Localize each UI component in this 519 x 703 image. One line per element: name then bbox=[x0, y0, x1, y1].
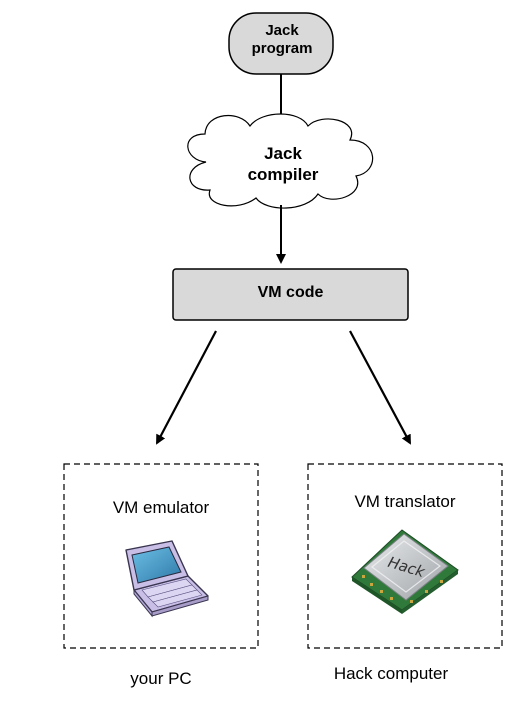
jack-compiler-label-line1: Jack bbox=[264, 144, 302, 163]
arrow-vmcode-emulator bbox=[156, 330, 217, 445]
vm-code-node bbox=[172, 268, 409, 321]
laptop-icon bbox=[125, 540, 209, 618]
jack-program-label-line2: program bbox=[251, 40, 313, 57]
vm-emulator-box bbox=[63, 463, 259, 649]
jack-compiler-cloud bbox=[187, 113, 374, 209]
vm-translator-box bbox=[307, 463, 503, 649]
jack-program-label-line1: Jack bbox=[265, 22, 299, 39]
jack-compiler-label-line2: compiler bbox=[247, 165, 319, 184]
jack-program-label: Jack program bbox=[230, 22, 334, 58]
vm-translator-label: VM translator bbox=[354, 492, 456, 511]
arrow-vmcode-translator bbox=[349, 330, 411, 445]
cpu-chip-icon: Hack bbox=[351, 529, 459, 614]
hack-computer-caption: Hack computer bbox=[333, 664, 449, 683]
your-pc-caption: your PC bbox=[130, 669, 192, 688]
jack-compiler-label: Jack compiler bbox=[228, 143, 338, 185]
vm-code-label: VM code bbox=[257, 284, 324, 301]
vm-emulator-label: VM emulator bbox=[112, 498, 210, 517]
